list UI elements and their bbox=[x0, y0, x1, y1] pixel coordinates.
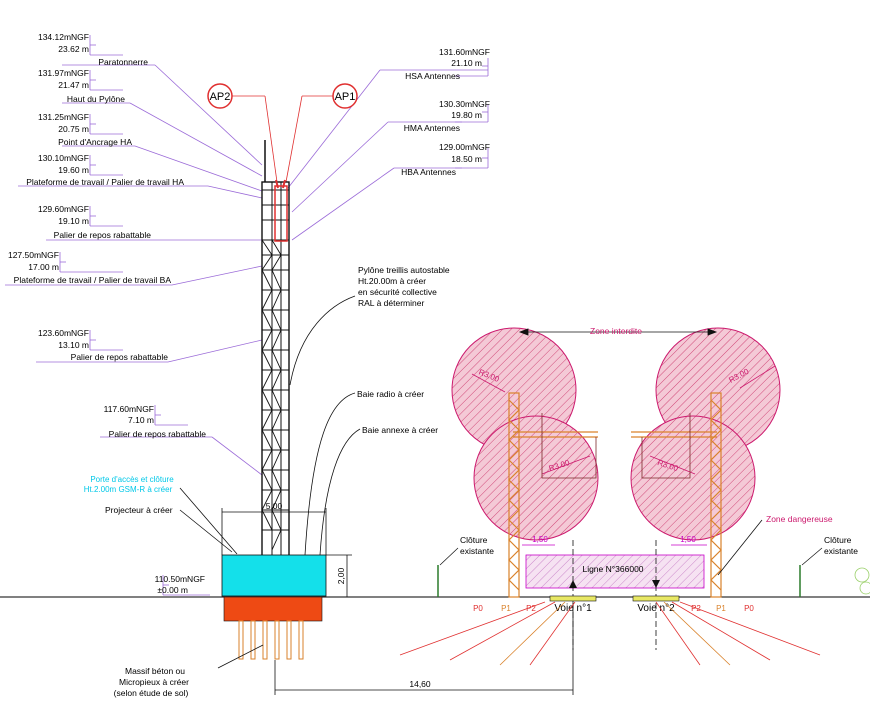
baie-annexe-label: Baie annexe à créer bbox=[362, 425, 438, 435]
cloture-posts bbox=[437, 565, 801, 597]
lattice-tower bbox=[261, 140, 290, 558]
level-label: Paratonnerre bbox=[98, 57, 148, 67]
rail-label: P0 bbox=[744, 604, 754, 613]
down-arrow-icon bbox=[652, 580, 660, 588]
porte-line: Ht.2.00m GSM-R à créer bbox=[84, 485, 173, 494]
zone-interdite-circles bbox=[451, 327, 781, 541]
baie-radio-label: Baie radio à créer bbox=[357, 389, 424, 399]
massif-line: (selon étude de sol) bbox=[114, 688, 189, 698]
level-label: Haut du Pylône bbox=[67, 94, 125, 104]
voie-label: Voie n°1 bbox=[554, 603, 592, 614]
massif-line: Massif béton ou bbox=[125, 666, 185, 676]
level-label: Plateforme de travail / Palier de travai… bbox=[26, 177, 184, 187]
level-height: 13.10 m bbox=[58, 340, 89, 350]
height-dim-value: 2,00 bbox=[336, 567, 346, 584]
zone-interdite-label: Zone interdite bbox=[590, 326, 642, 336]
vegetation bbox=[854, 567, 870, 595]
pylone-line: en sécurité collective bbox=[358, 287, 437, 297]
cloture-line: existante bbox=[460, 546, 494, 556]
rail-label: P0 bbox=[473, 604, 483, 613]
rail-label: P2 bbox=[526, 604, 536, 613]
level-ngf: 130.10mNGF bbox=[38, 153, 89, 163]
level-ngf: 117.60mNGF bbox=[104, 404, 154, 414]
ap1-marker bbox=[332, 83, 358, 109]
ap-markers: AP2 AP1 bbox=[207, 83, 358, 183]
ground-ngf: 110.50mNGF bbox=[155, 574, 205, 584]
ground-height: ±0.00 m bbox=[157, 585, 188, 595]
width-dimension bbox=[221, 508, 327, 555]
level-height: 19.10 m bbox=[58, 216, 89, 226]
level-ngf: 131.97mNGF bbox=[38, 68, 89, 78]
pylone-line: Pylône treillis autostable bbox=[358, 265, 450, 275]
antenna-ngf: 131.60mNGF bbox=[439, 47, 490, 57]
antenna-height: 19.80 m bbox=[451, 110, 482, 120]
level-ngf: 131.25mNGF bbox=[38, 112, 89, 122]
distance-dim-value: 14,60 bbox=[409, 679, 431, 689]
level-ngf: 129.60mNGF bbox=[38, 204, 89, 214]
ap2-marker bbox=[207, 83, 233, 109]
train-gauge bbox=[525, 554, 705, 589]
left-level-annotations bbox=[5, 35, 263, 596]
cloture-line: Clôture bbox=[460, 535, 488, 545]
offset-dim-value: 1,50 bbox=[532, 535, 548, 544]
up-arrow-icon bbox=[569, 580, 577, 588]
voie-label: Voie n°2 bbox=[637, 603, 675, 614]
ap2-label: AP2 bbox=[210, 91, 231, 103]
ap1-label: AP1 bbox=[335, 91, 356, 103]
level-label: Palier de repos rabattable bbox=[109, 429, 207, 439]
baie-annexe-leader bbox=[319, 428, 361, 556]
rail-fans-left bbox=[399, 601, 576, 666]
antenna-texts: 131.60mNGF 21.10 m HSA Antennes 130.30mN… bbox=[401, 47, 490, 177]
massif-line: Micropieux à créer bbox=[119, 677, 189, 687]
level-ngf: 127.50mNGF bbox=[8, 250, 59, 260]
baie-radio-leader bbox=[304, 392, 356, 556]
rail-label: P1 bbox=[501, 604, 511, 613]
catenary-frames bbox=[541, 413, 691, 479]
pylone-line: RAL à déterminer bbox=[358, 298, 424, 308]
level-label: Plateforme de travail / Palier de travai… bbox=[14, 275, 172, 285]
micropieux bbox=[238, 620, 304, 660]
porte-line: Porte d'accès et clôture bbox=[90, 475, 174, 484]
cloture-line: Clôture bbox=[824, 535, 852, 545]
antenna-label: HMA Antennes bbox=[404, 123, 460, 133]
baie-shelter bbox=[221, 554, 327, 597]
antenna-ngf: 129.00mNGF bbox=[439, 142, 490, 152]
cloture-line: existante bbox=[824, 546, 858, 556]
zone-dangereuse-label: Zone dangereuse bbox=[766, 514, 833, 524]
level-height: 19.60 m bbox=[58, 165, 89, 175]
massif-beton bbox=[223, 596, 323, 622]
rail-label: P2 bbox=[691, 604, 701, 613]
rail-fans-right bbox=[655, 601, 821, 666]
level-label: Palier de repos rabattable bbox=[71, 352, 169, 362]
level-height: 23.62 m bbox=[58, 44, 89, 54]
level-ngf: 123.60mNGF bbox=[38, 328, 89, 338]
left-level-texts: 134.12mNGF 23.62 m Paratonnerre 131.97mN… bbox=[8, 32, 206, 595]
pylone-line: Ht.20.00m à créer bbox=[358, 276, 426, 286]
level-label: Point d'Ancrage HA bbox=[58, 137, 132, 147]
antenna-label: HBA Antennes bbox=[401, 167, 456, 177]
level-height: 21.47 m bbox=[58, 80, 89, 90]
level-ngf: 134.12mNGF bbox=[38, 32, 89, 42]
projecteur-label: Projecteur à créer bbox=[105, 505, 173, 515]
antenna-height: 21.10 m bbox=[451, 58, 482, 68]
ligne-label: Ligne N°366000 bbox=[582, 564, 643, 574]
catenary-masts bbox=[508, 392, 722, 598]
pylone-leader bbox=[289, 295, 356, 386]
level-label: Palier de repos rabattable bbox=[54, 230, 152, 240]
antenna-annotations bbox=[287, 58, 489, 241]
offset-dim-value: 1,50 bbox=[680, 535, 696, 544]
height-dimension bbox=[326, 554, 352, 597]
rail-label: P1 bbox=[716, 604, 726, 613]
antenna-height: 18.50 m bbox=[451, 154, 482, 164]
level-height: 17.00 m bbox=[28, 262, 59, 272]
level-height: 20.75 m bbox=[58, 124, 89, 134]
zone-interdite-dimension bbox=[518, 328, 718, 336]
width-dim-value: 5,00 bbox=[266, 501, 283, 511]
level-height: 7.10 m bbox=[128, 415, 154, 425]
antenna-ngf: 130.30mNGF bbox=[439, 99, 490, 109]
antenna-label: HSA Antennes bbox=[405, 71, 460, 81]
